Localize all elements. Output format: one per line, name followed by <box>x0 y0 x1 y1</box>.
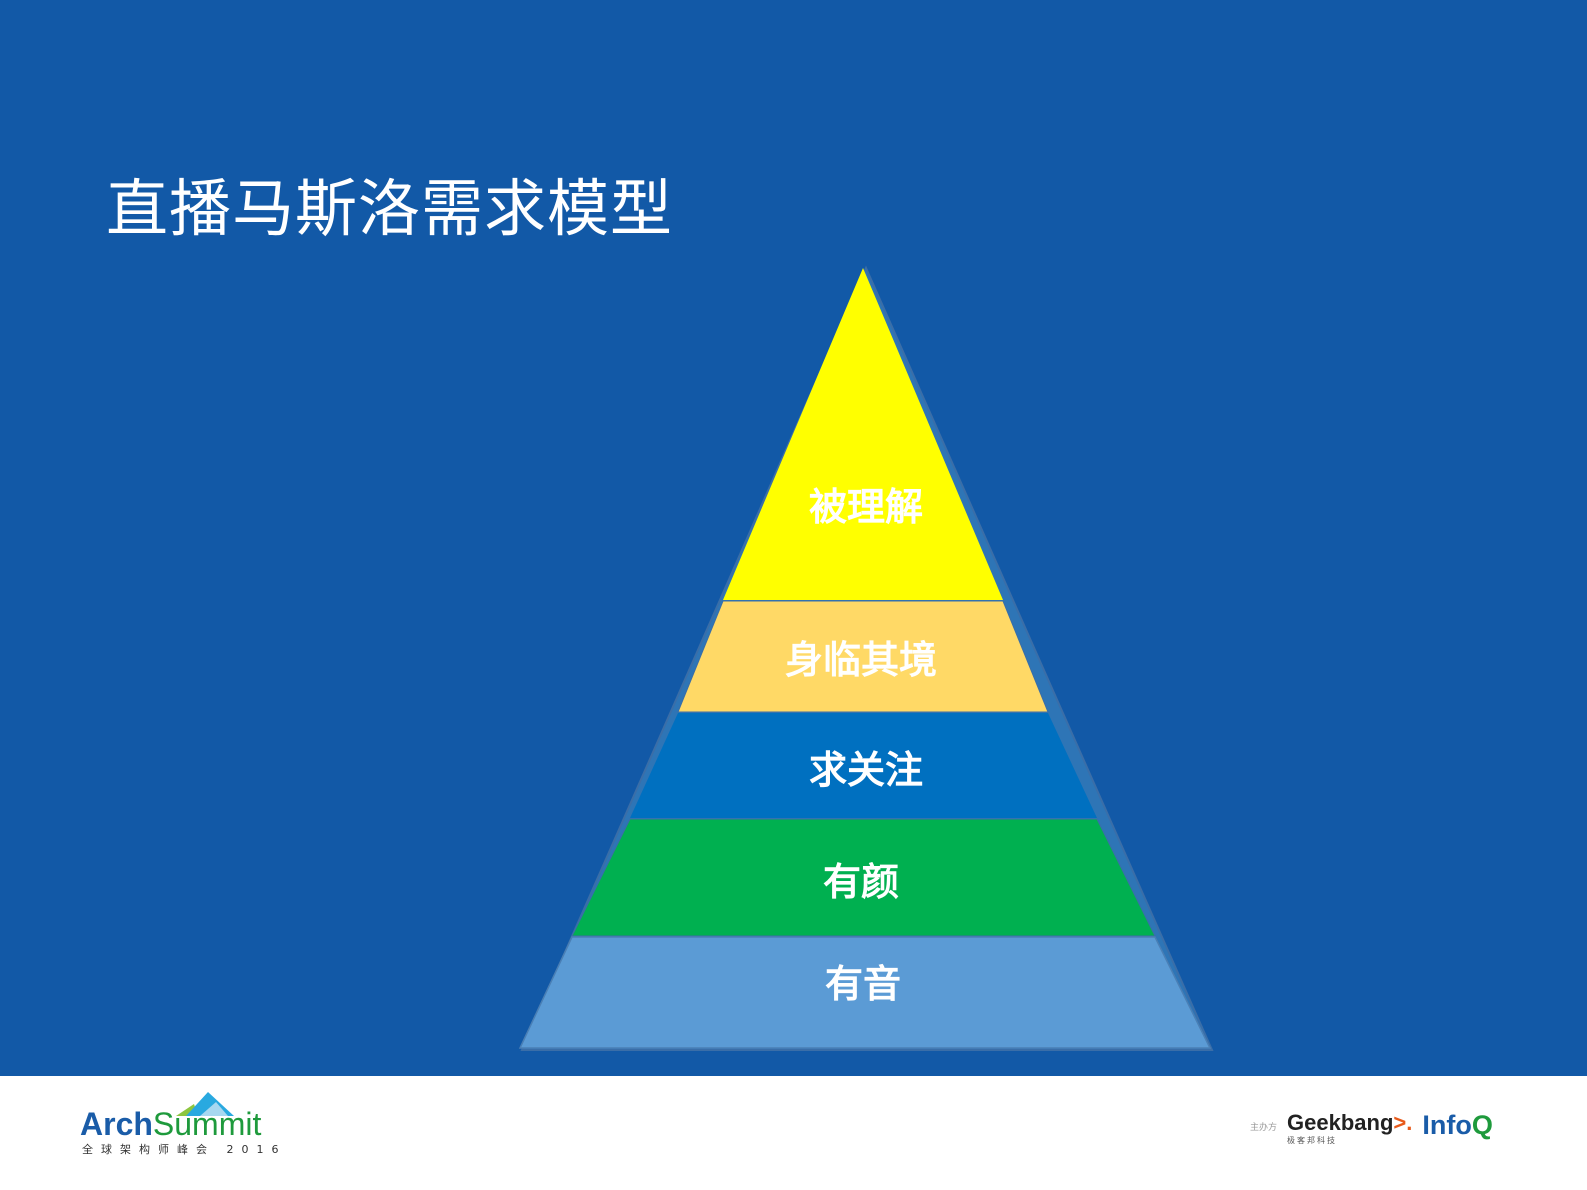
logo-summit: Summit <box>152 1106 262 1142</box>
geekbang-wordmark: Geekbang>. <box>1287 1112 1412 1134</box>
infoq-logo: InfoQ <box>1422 1112 1493 1139</box>
level-5-label: 有音 <box>824 962 902 1006</box>
level-3-label: 求关注 <box>808 748 924 792</box>
level-2-shape <box>677 600 1049 713</box>
logo-arch: Arch <box>80 1106 153 1142</box>
logo-wordmark: ArchSummit <box>80 1108 261 1140</box>
level-4-label: 有颜 <box>822 860 900 904</box>
maslow-pyramid <box>518 265 1214 1051</box>
geekbang-name: Geekbang <box>1287 1110 1394 1135</box>
archsummit-logo: ArchSummit 全球架构师峰会 2016 <box>80 1090 300 1160</box>
slide-title: 直播马斯洛需求模型 <box>106 172 674 245</box>
geekbang-mark: >. <box>1393 1110 1413 1135</box>
organizer-label: 主办方 <box>1250 1123 1278 1133</box>
slide-background: 直播马斯洛需求模型 被理解 身临其境 求关注 有颜 有音 <box>0 0 1587 1076</box>
geekbang-subtitle: 极客邦科技 <box>1287 1136 1338 1145</box>
mountain-icon <box>176 1092 234 1116</box>
footer <box>0 1076 1587 1190</box>
level-3-shape <box>630 713 1097 818</box>
level-5-shape <box>518 936 1212 1049</box>
level-2-label: 身临其境 <box>784 638 938 682</box>
logo-subtitle: 全球架构师峰会 2016 <box>82 1143 287 1156</box>
geekbang-logo: Geekbang>. 极客邦科技 <box>1287 1112 1412 1145</box>
level-1-label: 被理解 <box>808 485 924 529</box>
level-4-shape <box>571 818 1156 937</box>
infoq-info: Info <box>1422 1110 1472 1140</box>
organizer-logos: 主办方 Geekbang>. 极客邦科技 InfoQ <box>1250 1112 1493 1145</box>
level-1-shape <box>723 268 1003 600</box>
infoq-q: Q <box>1471 1110 1493 1140</box>
